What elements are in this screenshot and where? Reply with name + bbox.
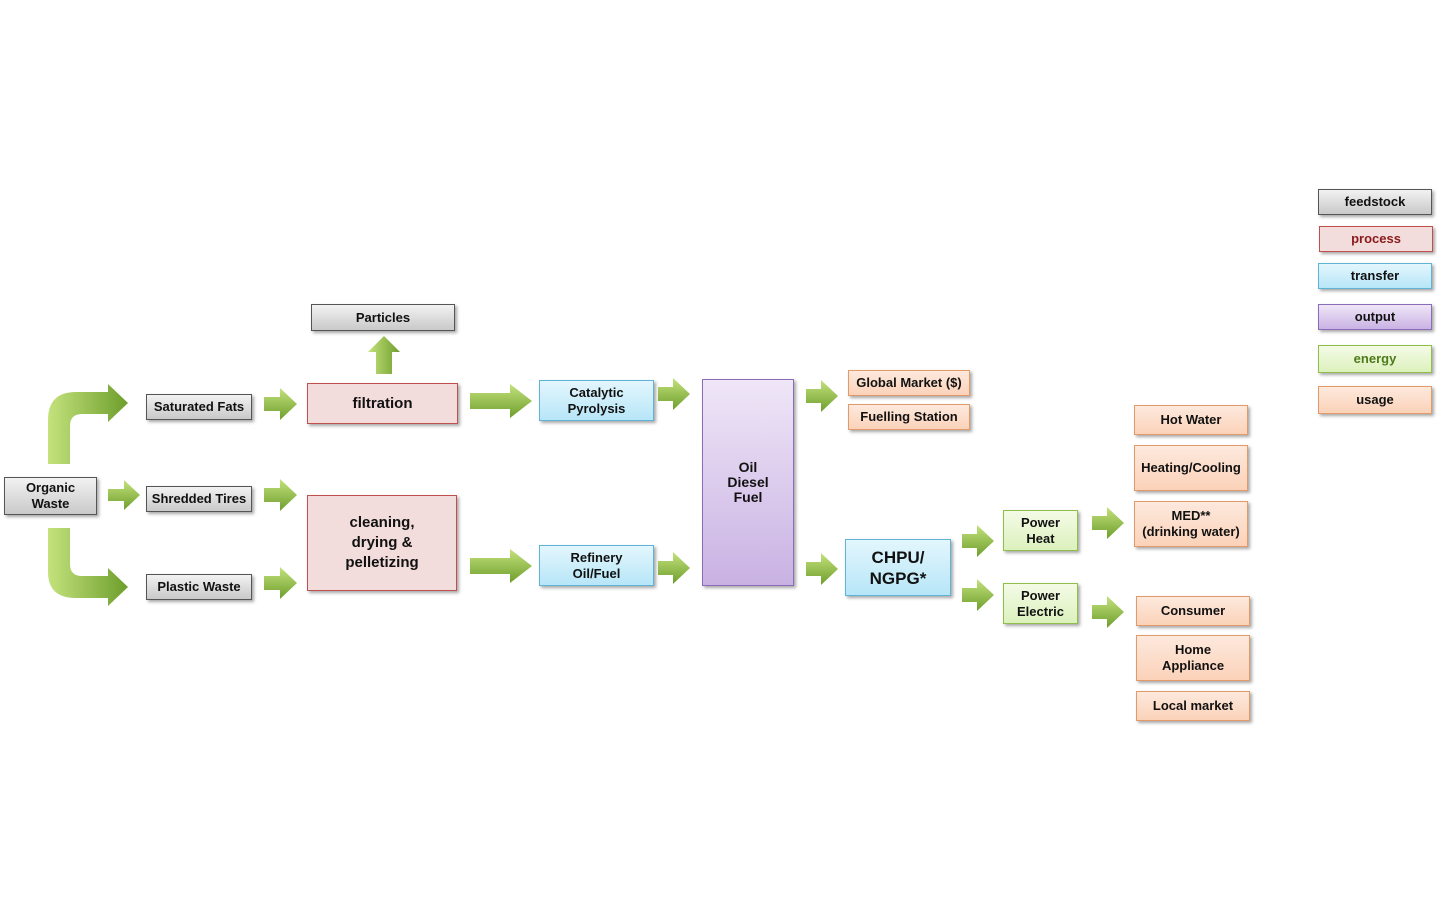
saturated-fats-box: Saturated Fats	[146, 394, 252, 420]
arrow-electric-to-usage	[1092, 596, 1124, 628]
heating-cooling-box: Heating/Cooling	[1134, 445, 1248, 491]
arrow-oil-to-market	[806, 380, 838, 412]
cleaning-drying-pelletizing-box: cleaning, drying & pelletizing	[307, 495, 457, 591]
plastic-waste-box: Plastic Waste	[146, 574, 252, 600]
shredded-tires-box: Shredded Tires	[146, 486, 252, 512]
fuelling-station-box: Fuelling Station	[848, 404, 970, 430]
arrow-organic-to-shredded	[108, 480, 140, 510]
legend-process: process	[1319, 226, 1433, 252]
chpu-ngpg-box: CHPU/ NGPG*	[845, 539, 951, 596]
curved-arrow-down	[48, 528, 128, 606]
arrow-chpu-to-electric	[962, 579, 994, 611]
arrow-cleaning-to-refinery	[470, 549, 532, 583]
med-drinking-water-box: MED** (drinking water)	[1134, 501, 1248, 547]
global-market-box: Global Market ($)	[848, 370, 970, 396]
legend-transfer: transfer	[1318, 263, 1432, 289]
local-market-box: Local market	[1136, 691, 1250, 721]
hot-water-box: Hot Water	[1134, 405, 1248, 435]
catalytic-pyrolysis-box: Catalytic Pyrolysis	[539, 380, 654, 421]
particles-box: Particles	[311, 304, 455, 331]
legend-energy: energy	[1318, 345, 1432, 373]
curved-arrow-up	[48, 384, 128, 464]
refinery-oil-fuel-box: Refinery Oil/Fuel	[539, 545, 654, 586]
oil-diesel-fuel-box: Oil Diesel Fuel	[702, 379, 794, 586]
arrow-refinery-to-oil	[658, 552, 690, 584]
legend-feedstock: feedstock	[1318, 189, 1432, 215]
legend-output: output	[1318, 304, 1432, 330]
power-electric-box: Power Electric	[1003, 583, 1078, 624]
arrow-filtration-to-pyrolysis	[470, 384, 532, 418]
filtration-box: filtration	[307, 383, 458, 424]
organic-waste-box: Organic Waste	[4, 477, 97, 515]
arrow-up-particles	[368, 336, 400, 374]
arrow-fats-to-filtration	[264, 388, 297, 420]
legend-usage: usage	[1318, 386, 1432, 414]
arrow-chpu-to-heat	[962, 525, 994, 557]
arrow-plastic-to-cleaning	[264, 567, 297, 599]
home-appliance-box: Home Appliance	[1136, 635, 1250, 681]
arrow-pyrolysis-to-oil	[658, 378, 690, 410]
arrow-oil-to-chpu	[806, 553, 838, 585]
power-heat-box: Power Heat	[1003, 510, 1078, 551]
arrow-heat-to-usage	[1092, 507, 1124, 539]
arrow-tires-to-cleaning	[264, 479, 297, 511]
consumer-box: Consumer	[1136, 596, 1250, 626]
